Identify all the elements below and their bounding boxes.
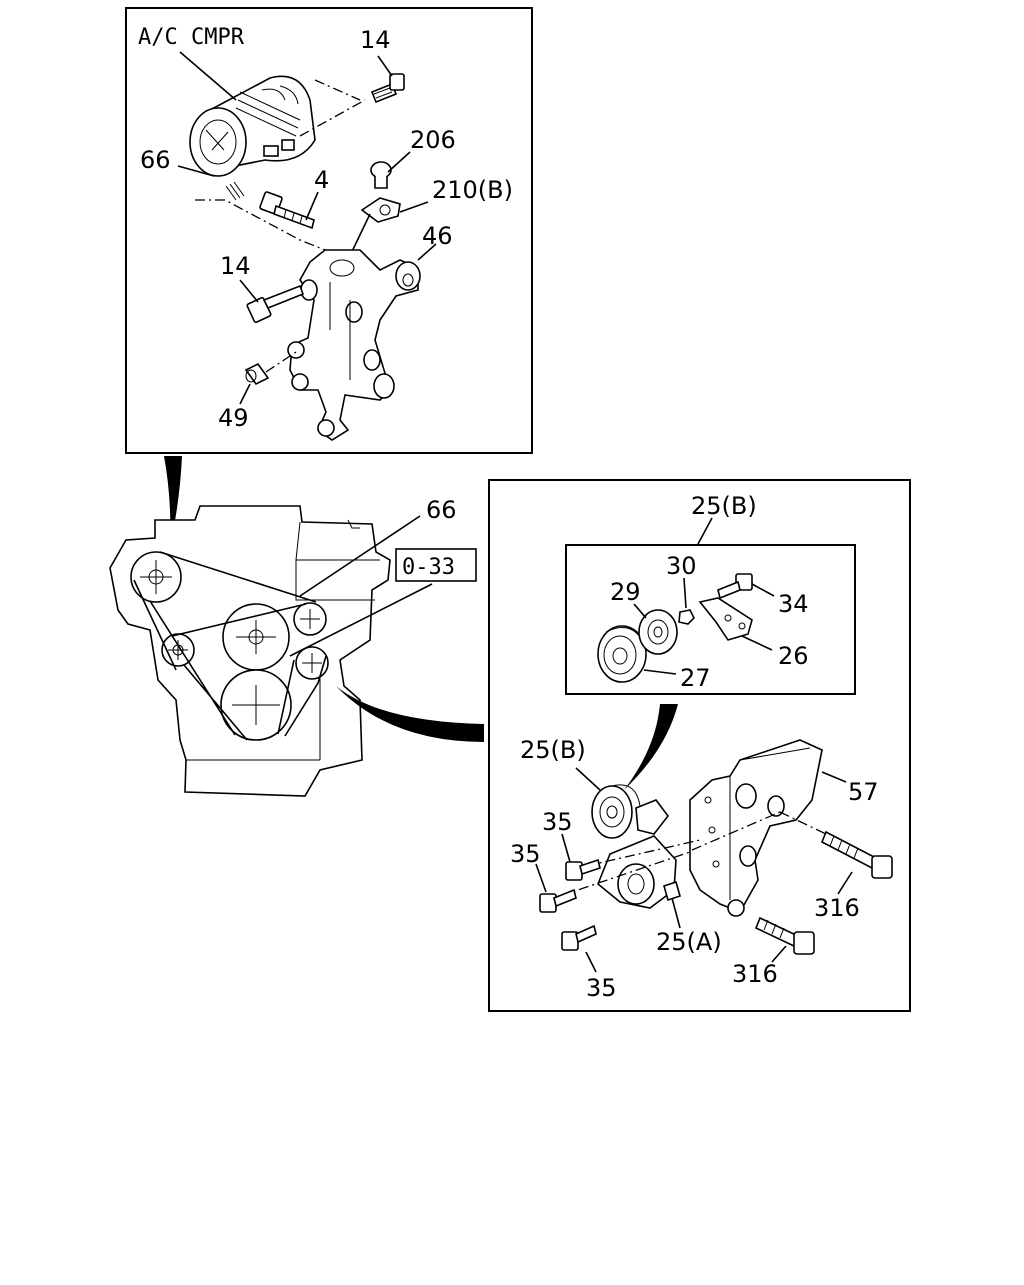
label-25a: 25(A) xyxy=(656,928,722,956)
engine-outline xyxy=(109,505,391,797)
bolt-316-lower xyxy=(754,916,815,955)
label-26: 26 xyxy=(778,642,809,670)
tensioner-25a xyxy=(559,835,701,909)
bracket-46 xyxy=(287,249,421,441)
label-29: 29 xyxy=(610,578,641,606)
pointer-bottom xyxy=(336,686,484,742)
ac-compressor xyxy=(189,75,316,177)
top-panel-title: A/C CMPR xyxy=(138,25,245,50)
label-206: 206 xyxy=(410,126,456,154)
label-35-a: 35 xyxy=(542,808,573,836)
label-49: 49 xyxy=(218,404,249,432)
label-27: 27 xyxy=(680,664,711,692)
inset-box: 29 30 34 27 26 xyxy=(565,544,856,695)
label-14-lower: 14 xyxy=(220,252,251,280)
bolt-4 xyxy=(259,191,315,230)
pulley-25b-assembly xyxy=(591,784,670,839)
label-66-engine: 66 xyxy=(426,496,457,524)
spacer-49 xyxy=(244,351,297,386)
top-panel: A/C CMPR xyxy=(125,7,533,454)
label-35-c: 35 xyxy=(586,974,617,1002)
bolt-14-top xyxy=(370,73,405,104)
inset-header: 25(B) xyxy=(691,492,757,520)
ref-box-text: 0-33 xyxy=(402,555,455,580)
label-14-top: 14 xyxy=(360,26,391,54)
bolt-316-upper xyxy=(779,811,893,879)
bracket-26 xyxy=(698,597,753,641)
drive-belt xyxy=(149,551,327,741)
bolt-35-c xyxy=(561,924,597,951)
label-316-lower: 316 xyxy=(732,960,778,988)
bolt-35-a xyxy=(565,858,601,881)
label-57: 57 xyxy=(848,778,879,806)
label-66-top: 66 xyxy=(140,146,171,174)
pointer-top xyxy=(164,456,182,548)
bottom-panel-frame xyxy=(488,479,911,1012)
bracket-57 xyxy=(689,739,823,917)
label-30: 30 xyxy=(666,552,697,580)
label-46: 46 xyxy=(422,222,453,250)
pointer-inset xyxy=(624,704,678,790)
label-34: 34 xyxy=(778,590,809,618)
top-panel-frame xyxy=(125,7,533,454)
bottom-panel: 25(B) xyxy=(488,479,911,1012)
ref-box-0-33: 0-33 xyxy=(395,548,477,582)
bolt-206 xyxy=(370,161,392,189)
bolt-34 xyxy=(717,573,753,600)
label-25b-assembly: 25(B) xyxy=(520,736,586,764)
label-210b: 210(B) xyxy=(432,176,513,204)
label-316-upper: 316 xyxy=(814,894,860,922)
pulley-29 xyxy=(638,609,678,655)
nut-30 xyxy=(678,609,695,625)
pulley-27 xyxy=(597,625,647,683)
label-4: 4 xyxy=(314,166,329,194)
bolt-35-b xyxy=(539,888,577,913)
bolt-14-lower xyxy=(246,284,305,324)
label-35-b: 35 xyxy=(510,840,541,868)
